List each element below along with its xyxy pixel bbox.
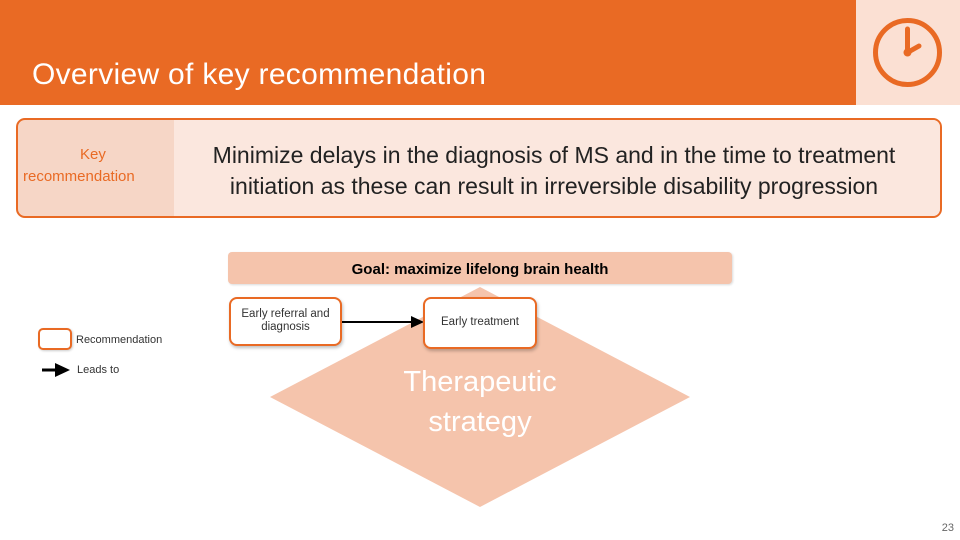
header-bar: Overview of key recommendation [0,0,856,105]
key-label-line2: recommendation [23,168,135,185]
strategy-line1: Therapeutic [403,366,557,398]
node-early-referral: Early referral and diagnosis [229,297,342,346]
goal-label: Goal: maximize lifelong brain health [351,261,609,278]
node-early-treatment: Early treatment [423,297,537,349]
clock-icon [873,18,942,87]
goal-bar: Goal: maximize lifelong brain health [228,252,732,284]
page-title: Overview of key recommendation [32,58,487,91]
key-text-line1: Minimize delays in the diagnosis of MS a… [212,142,896,168]
legend-leads-to-label: Leads to [77,364,120,376]
legend-recommendation-label: Recommendation [76,334,163,346]
legend-recommendation-swatch [38,328,72,350]
key-text-line2: initiation as these can result in irreve… [229,173,879,199]
node-early-referral-line2: diagnosis [261,321,310,333]
key-label-line1: Key [80,146,106,163]
key-recommendation-box: Key recommendation Minimize delays in th… [16,118,942,218]
key-recommendation-text: Minimize delays in the diagnosis of MS a… [174,120,940,216]
strategy-label: Therapeutic strategy [380,362,580,442]
page-number: 23 [941,522,954,534]
node-early-referral-line1: Early referral and [241,308,330,320]
key-recommendation-label: Key recommendation [18,120,174,216]
node-early-treatment-label: Early treatment [441,316,519,328]
strategy-line2: strategy [428,406,532,438]
